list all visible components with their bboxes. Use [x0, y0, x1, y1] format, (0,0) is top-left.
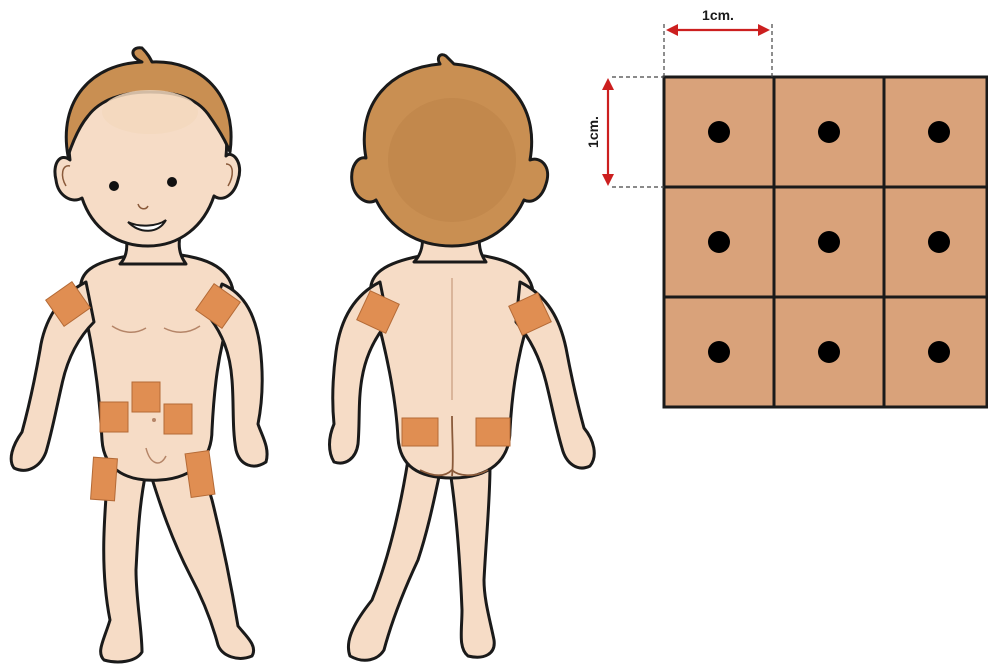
front-left-eye — [109, 181, 119, 191]
measurement-grid: 1cm. 1cm. — [585, 7, 987, 407]
grid-cells — [664, 77, 987, 407]
grid-dot — [818, 121, 840, 143]
front-navel — [152, 418, 156, 422]
front-patch-abdomen-right — [164, 404, 192, 434]
back-head-shading — [388, 98, 516, 222]
grid-dot — [928, 121, 950, 143]
front-patch-abdomen-left — [100, 402, 128, 432]
horizontal-dimension-label: 1cm. — [702, 7, 734, 23]
grid-dot — [708, 341, 730, 363]
child-front-view — [11, 48, 267, 662]
grid-dot — [708, 121, 730, 143]
front-hair-shine — [102, 90, 198, 134]
front-patch-abdomen-top — [132, 382, 160, 412]
grid-dot — [708, 231, 730, 253]
grid-dot — [818, 231, 840, 253]
vertical-dimension-label: 1cm. — [585, 116, 601, 148]
vertical-dimension-arrow — [602, 78, 614, 186]
front-right-eye — [167, 177, 177, 187]
horizontal-dimension-arrow — [666, 24, 770, 36]
back-right-leg — [450, 466, 494, 657]
front-torso — [80, 253, 233, 480]
child-back-view — [330, 55, 595, 661]
back-left-leg — [348, 460, 440, 660]
front-patch-left-thigh — [91, 457, 118, 501]
grid-dot — [928, 341, 950, 363]
back-patch-right-buttock — [476, 418, 510, 446]
grid-dot — [928, 231, 950, 253]
grid-dot — [818, 341, 840, 363]
back-patch-left-buttock — [402, 418, 438, 446]
